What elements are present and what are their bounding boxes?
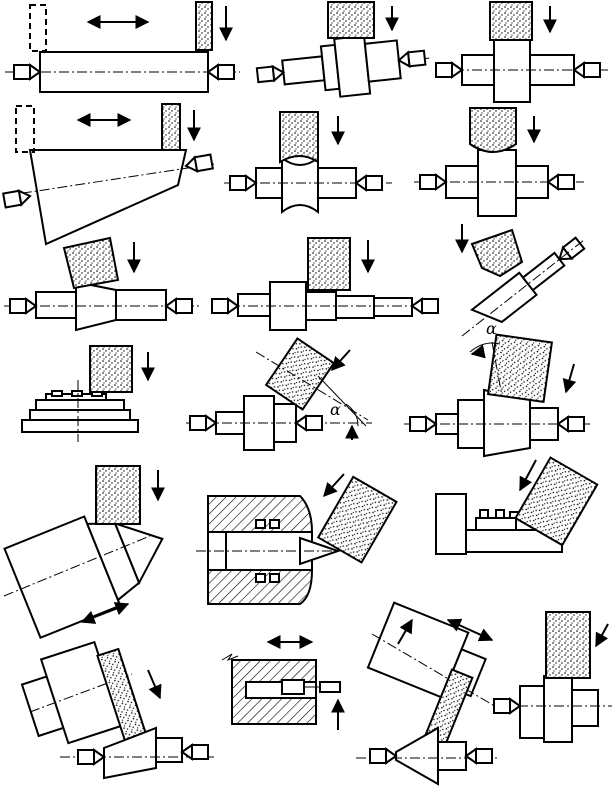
angle-label: α (330, 400, 341, 419)
scheme-12-angular-taper: α (404, 319, 590, 458)
scheme-15-face-on-chuck (435, 456, 599, 555)
grinding-wheel-icon (62, 236, 120, 290)
grinding-wheel-icon (195, 1, 213, 51)
grinding-wheel-icon (316, 475, 398, 564)
grinding-wheel-icon (161, 103, 181, 151)
grinding-wheel-icon (307, 237, 351, 291)
scheme-3-plunge-cylindrical (435, 1, 608, 103)
scheme-8-multi-step-plunge (211, 237, 440, 331)
scheme-11-angular-plunge: α (186, 337, 372, 451)
scheme-17-key-slot-milling (221, 635, 345, 730)
angle-label: α (486, 319, 497, 338)
grinding-wheel-icon (489, 1, 533, 41)
scheme-16-wheel-head-taper-left (20, 640, 214, 780)
grinding-wheel-icon (264, 337, 336, 411)
grinding-wheel-icon (469, 107, 517, 153)
scheme-18-wheel-head-taper-right (356, 601, 500, 786)
scheme-1-traverse-cylindrical (5, 1, 240, 93)
scheme-5-concave-profile (224, 111, 392, 215)
scheme-4-taper-traverse (2, 103, 215, 246)
grinding-wheel-icon (279, 111, 319, 164)
scheme-6-convex-wheel (414, 107, 584, 217)
grinding-wheel-icon (95, 465, 141, 525)
grinding-wheel-icon (514, 456, 599, 547)
scheme-19-shoulder-plunge (493, 611, 612, 743)
grinding-wheel-icon (89, 345, 133, 393)
grinding-wheel-icon (327, 1, 375, 39)
scheme-10-surface-plunge (21, 345, 155, 442)
grinding-wheel-icon (486, 333, 554, 404)
scheme-13-internal-cone (3, 465, 165, 640)
grinding-wheel-icon (470, 228, 524, 278)
grinding-wheel-icon (545, 611, 591, 679)
scheme-2-stepped-plunge (255, 1, 431, 98)
scheme-7-taper-plunge (4, 236, 200, 332)
scheme-9-angled-face (455, 224, 586, 337)
scheme-14-bore-in-chuck (196, 473, 398, 605)
